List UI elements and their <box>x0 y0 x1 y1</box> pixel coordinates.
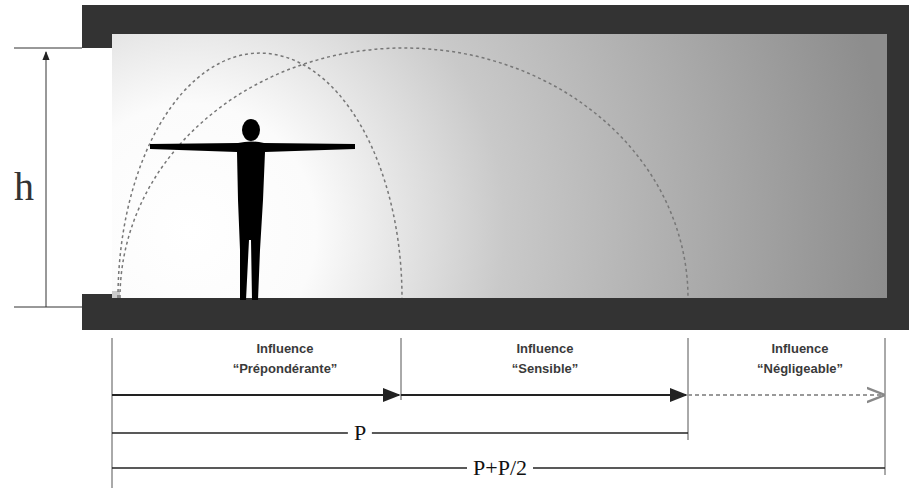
zone-arrows <box>112 394 883 396</box>
dimension-label: P+P/2 <box>467 455 533 481</box>
person-silhouette <box>150 119 355 300</box>
dimension-label: P <box>348 420 372 446</box>
dimension-label: h <box>14 163 34 210</box>
zone-label: Influence “Sensible” <box>485 339 605 379</box>
height-dimension <box>14 48 82 307</box>
zone-label: Influence “Négligeable” <box>740 339 860 379</box>
zone-label: Influence “Prépondérante” <box>215 339 355 379</box>
walls <box>82 5 909 330</box>
influence-arc <box>120 48 688 298</box>
room-interior <box>112 34 888 298</box>
dimension-line <box>112 432 688 433</box>
dimension-ticks <box>112 338 885 488</box>
